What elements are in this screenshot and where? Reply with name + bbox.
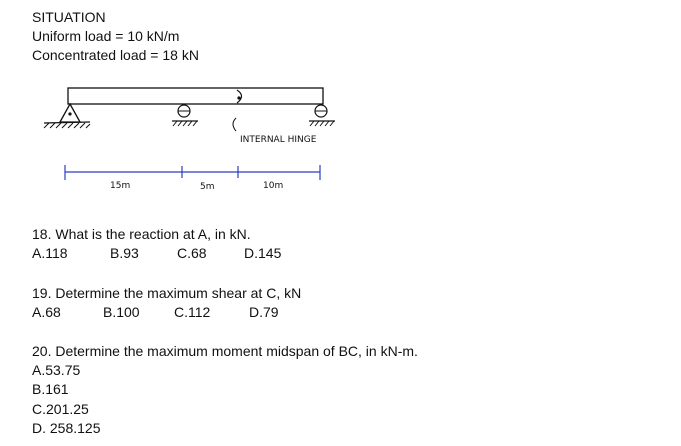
q18-choice-b: B.93 <box>110 245 139 261</box>
question-19: 19. Determine the maximum shear at C, kN <box>32 285 302 301</box>
question-18: 18. What is the reaction at A, in kN. <box>32 226 251 242</box>
span-label-3: 10m <box>263 181 283 191</box>
hinge-label: INTERNAL HINGE <box>240 135 317 145</box>
q19-choice-c: C.112 <box>174 304 211 320</box>
q20-choice-c: C.201.25 <box>32 401 89 417</box>
concentrated-load-text: Concentrated load = 18 kN <box>32 47 199 63</box>
span-label-2: 5m <box>200 182 215 192</box>
question-20: 20. Determine the maximum moment midspan… <box>32 343 418 359</box>
q18-choice-d: D.145 <box>244 245 282 261</box>
q19-choice-d: D.79 <box>249 304 279 320</box>
beam <box>67 87 324 105</box>
beam-diagram: INTERNAL HINGE 15m 5m 10m <box>43 87 335 192</box>
q20-choice-d: D. 258.125 <box>32 420 101 436</box>
support-a-pin <box>43 102 91 129</box>
hinge-label-bracket <box>232 117 237 132</box>
span-label-1: 15m <box>110 181 130 191</box>
q19-choice-b: B.100 <box>103 304 140 320</box>
uniform-load-text: Uniform load = 10 kN/m <box>32 28 180 44</box>
dimension-line <box>64 165 321 180</box>
q18-choice-c: C.68 <box>177 245 207 261</box>
q20-choice-a: A.53.75 <box>32 362 81 378</box>
q18-choice-a: A.118 <box>32 245 68 261</box>
q19-choice-a: A.68 <box>32 304 61 320</box>
support-d-roller <box>309 104 335 127</box>
situation-heading: SITUATION <box>32 9 106 25</box>
support-b-roller <box>172 104 198 127</box>
internal-hinge <box>236 89 243 104</box>
q20-choice-b: B.161 <box>32 381 69 397</box>
